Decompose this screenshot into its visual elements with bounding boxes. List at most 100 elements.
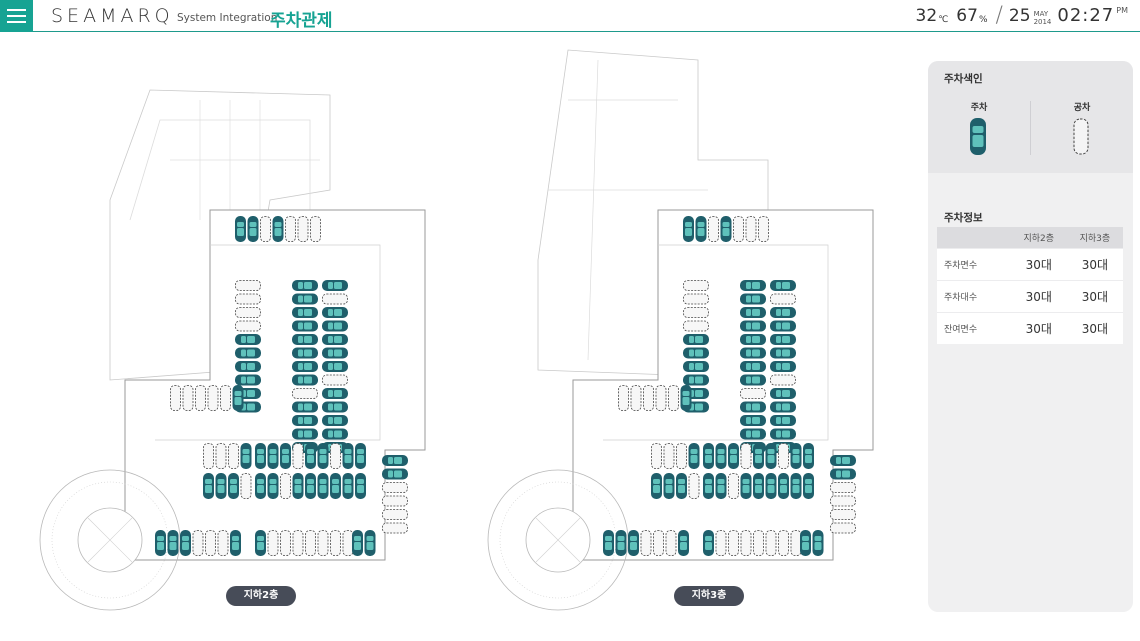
empty-slot-icon <box>651 443 662 469</box>
car-roof <box>752 430 760 438</box>
car-roof <box>304 282 312 289</box>
car-roof <box>344 455 352 463</box>
car-roof <box>332 485 339 493</box>
car-roof <box>752 376 760 384</box>
car-roof <box>792 485 800 493</box>
empty-slot-icon <box>317 530 329 556</box>
empty-slot-icon <box>292 443 304 469</box>
car-roof <box>653 485 660 493</box>
empty-slot-icon <box>683 320 709 332</box>
car-windshield <box>746 417 751 424</box>
car-roof <box>282 455 289 463</box>
empty-slot-icon <box>182 385 194 411</box>
car-windshield <box>617 536 625 541</box>
hamburger-menu-icon[interactable] <box>0 0 33 32</box>
row-label: 주차면수 <box>937 247 1011 280</box>
building-detail <box>129 119 311 221</box>
car-roof <box>269 485 277 493</box>
car-windshield <box>767 449 775 454</box>
car-roof <box>217 485 225 493</box>
car-windshield <box>630 536 637 541</box>
car-roof <box>247 376 255 384</box>
floor-plan-b3 <box>487 49 874 611</box>
car-roof <box>334 336 342 343</box>
car-windshield <box>776 282 781 289</box>
building-outline <box>109 89 331 381</box>
car-windshield <box>328 349 333 357</box>
car-windshield <box>717 479 725 484</box>
car-roof <box>802 542 809 550</box>
car-roof <box>805 455 812 463</box>
legend-empty-label: 공차 <box>1073 103 1091 113</box>
car-roof <box>792 455 800 463</box>
floor-map-b3: 지하3층 <box>478 40 918 630</box>
floor-button-b3[interactable]: 지하3층 <box>674 586 744 606</box>
car-roof <box>752 322 760 330</box>
empty-slot-icon <box>235 280 261 291</box>
car-roof <box>294 485 302 493</box>
car-windshield <box>328 322 333 330</box>
empty-slot-icon <box>745 216 757 242</box>
car-roof <box>354 542 361 550</box>
car-roof <box>230 485 237 493</box>
car-roof <box>274 228 282 236</box>
car-windshield <box>298 430 303 438</box>
floor-plan-b2 <box>39 89 426 611</box>
car-windshield <box>319 479 327 484</box>
car-windshield <box>685 222 692 227</box>
car-windshield <box>328 336 333 343</box>
car-windshield <box>241 336 246 343</box>
table-row-total: 주차면수 30대 30대 <box>937 247 1123 280</box>
car-roof <box>782 349 790 357</box>
empty-slot-icon <box>653 530 664 556</box>
empty-slot-icon <box>382 522 408 534</box>
car-windshield <box>298 282 303 289</box>
empty-slot-icon <box>830 482 856 493</box>
empty-slot-icon <box>292 530 304 556</box>
car-windshield <box>792 449 800 454</box>
car-windshield <box>689 363 694 370</box>
empty-slot-icon <box>280 473 291 499</box>
car-windshield <box>242 449 250 454</box>
table-header-b2: 지하2층 <box>1010 227 1067 248</box>
car-roof <box>695 336 703 343</box>
empty-slot-icon <box>740 443 752 469</box>
car-roof <box>685 228 692 236</box>
car-windshield <box>232 536 239 541</box>
car-roof <box>782 417 790 424</box>
table-row-parked: 주차대수 30대 30대 <box>937 279 1123 312</box>
legend-divider <box>1030 101 1031 155</box>
car-roof <box>767 485 775 493</box>
car-roof <box>752 403 760 411</box>
empty-slot-icon <box>778 443 789 469</box>
date-year: 2014 <box>1033 18 1052 26</box>
car-roof <box>334 430 342 438</box>
car-windshield <box>328 390 333 397</box>
empty-slot-icon <box>217 530 229 556</box>
car-windshield <box>746 430 751 438</box>
car-windshield <box>328 282 333 289</box>
car-windshield <box>237 222 244 227</box>
car-windshield <box>157 536 164 541</box>
car-roof <box>304 376 312 384</box>
empty-slot-icon <box>235 293 261 305</box>
car-windshield <box>836 470 841 478</box>
empty-slot-icon <box>207 385 219 411</box>
car-windshield <box>776 363 781 370</box>
car-windshield <box>332 479 339 484</box>
car-windshield <box>230 479 237 484</box>
table-header-b3: 지하3층 <box>1066 227 1123 248</box>
empty-slot-icon <box>683 280 709 291</box>
car-windshield <box>298 295 303 303</box>
empty-slot-icon <box>765 530 777 556</box>
car-windshield <box>249 222 257 227</box>
car-windshield <box>298 322 303 330</box>
empty-slot-icon <box>330 530 341 556</box>
car-roof <box>157 542 164 550</box>
car-windshield <box>307 449 314 454</box>
car-roof <box>705 542 712 550</box>
car-roof <box>682 397 690 405</box>
car-windshield <box>298 309 303 316</box>
car-roof <box>319 455 327 463</box>
floor-button-b2[interactable]: 지하2층 <box>226 586 296 606</box>
